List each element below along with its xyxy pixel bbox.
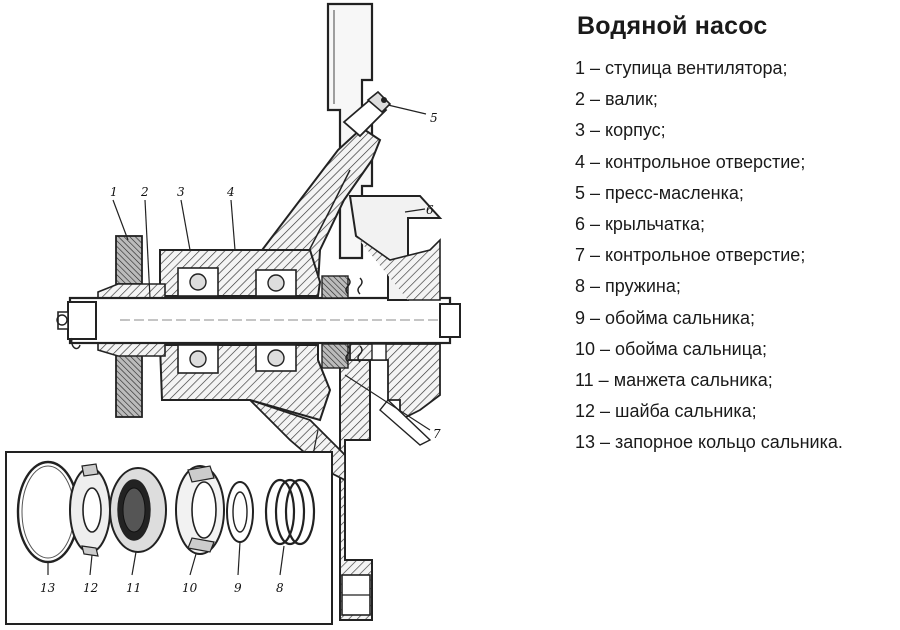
- legend-item-1: 1 – ступица вентилятора;: [575, 58, 788, 78]
- callout-10: 10: [182, 581, 198, 595]
- legend-item-9: 9 – обойма сальника;: [575, 307, 755, 328]
- inset-leader-lines: [47, 541, 285, 576]
- part-8-spring: [264, 478, 316, 546]
- callout-5: 5: [430, 111, 438, 125]
- exploded-seal-parts-inset: 13 12 11 10 9 8: [5, 451, 333, 625]
- callout-2: 2: [140, 185, 149, 199]
- part-12-seal-washer: [69, 463, 111, 557]
- legend-item-7: 7 – контрольное отверстие;: [575, 245, 806, 266]
- grease-fitting: [342, 90, 392, 138]
- legend-item-5: 5 – пресс-масленка;: [575, 182, 744, 203]
- legend-item-6: 6 – крыльчатка;: [575, 213, 706, 234]
- fan-hub: [97, 235, 166, 418]
- part-9-gland-race: [226, 481, 254, 543]
- parts-legend: Водяной насос 1 – ступица вентилятора; 2…: [575, 12, 895, 458]
- legend-item-11: 11 – манжета сальника;: [575, 369, 773, 390]
- water-pump-cross-section-drawing: 1 2 3 4 5 6 7: [5, 2, 461, 625]
- legend-item-12: 12 – шайба сальника;: [575, 401, 757, 422]
- legend-item-8: 8 – пружина;: [575, 276, 681, 297]
- diagram-title: Водяной насос: [577, 12, 768, 40]
- legend-item-2: 2 – валик;: [575, 89, 658, 110]
- callout-3: 3: [177, 185, 185, 199]
- callout-6: 6: [426, 203, 434, 217]
- part-11-seal-cuff: [109, 467, 167, 553]
- pump-shaft: [56, 296, 461, 350]
- legend-item-3: 3 – корпус;: [575, 120, 666, 141]
- gland-seal-section: [321, 275, 387, 369]
- callout-4: 4: [226, 185, 235, 199]
- callout-9: 9: [234, 581, 242, 595]
- callout-11: 11: [126, 581, 141, 595]
- callout-7: 7: [433, 427, 441, 441]
- legend-item-4: 4 – контрольное отверстие;: [575, 151, 806, 172]
- leader-lines: [112, 104, 431, 471]
- engine-block-flange: [326, 2, 374, 621]
- callout-8: 8: [276, 581, 284, 595]
- part-10-gland-holder: [175, 465, 225, 555]
- callout-13: 13: [40, 581, 56, 595]
- legend-list: 1 – ступица вентилятора; 2 – валик; 3 – …: [575, 53, 895, 458]
- legend-item-10: 10 – обойма сальница;: [575, 338, 768, 359]
- impeller: [348, 195, 443, 446]
- callout-1: 1: [110, 185, 118, 199]
- callout-12: 12: [83, 581, 98, 595]
- bearings: [177, 267, 297, 374]
- legend-item-13: 13 – запорное кольцо сальника.: [575, 432, 843, 453]
